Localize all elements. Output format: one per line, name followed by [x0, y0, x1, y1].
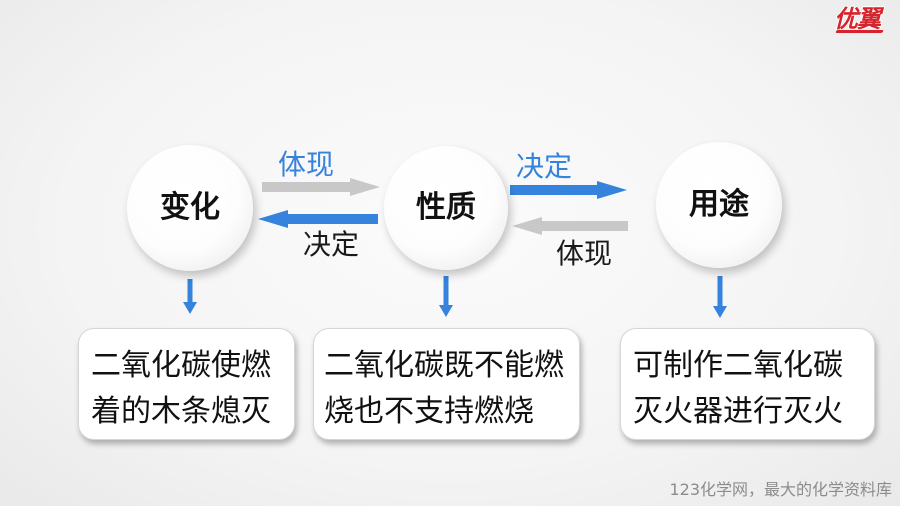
- arrow-left-node2-to-node1: [258, 210, 378, 228]
- description-line: 着的木条熄灭: [91, 394, 271, 429]
- node-label: 性质: [416, 190, 476, 225]
- description-line: 二氧化碳既不能燃: [324, 348, 564, 383]
- description-box-2: 二氧化碳既不能燃 烧也不支持燃烧: [313, 328, 580, 440]
- link-label-top-2: 决定: [516, 150, 573, 183]
- description-line: 可制作二氧化碳: [633, 348, 843, 383]
- link-label-bottom-2: 体现: [556, 237, 613, 270]
- arrow-left-node3-to-node2: [512, 217, 628, 235]
- arrow-right-node1-to-node2: [262, 178, 380, 196]
- link-label-bottom-1: 决定: [303, 228, 360, 261]
- arrow-right-node2-to-node3: [510, 181, 627, 199]
- description-box-3: 可制作二氧化碳 灭火器进行灭火: [620, 328, 875, 440]
- footer-source-text: 123化学网，最大的化学资料库: [669, 480, 892, 499]
- arrow-down-node1: [183, 279, 197, 314]
- arrow-down-node3: [713, 276, 727, 318]
- node-label: 用途: [689, 187, 749, 222]
- node-circle-1: 变化: [127, 145, 253, 271]
- description-line: 灭火器进行灭火: [633, 394, 843, 429]
- description-line: 烧也不支持燃烧: [324, 394, 534, 429]
- node-circle-3: 用途: [656, 142, 782, 268]
- description-line: 二氧化碳使燃: [91, 348, 271, 383]
- link-label-top-1: 体现: [278, 148, 335, 181]
- description-box-1: 二氧化碳使燃 着的木条熄灭: [78, 328, 295, 440]
- arrow-down-node2: [439, 276, 453, 317]
- node-label: 变化: [160, 190, 220, 225]
- brand-logo: 优翼: [834, 5, 881, 33]
- node-circle-2: 性质: [384, 146, 508, 270]
